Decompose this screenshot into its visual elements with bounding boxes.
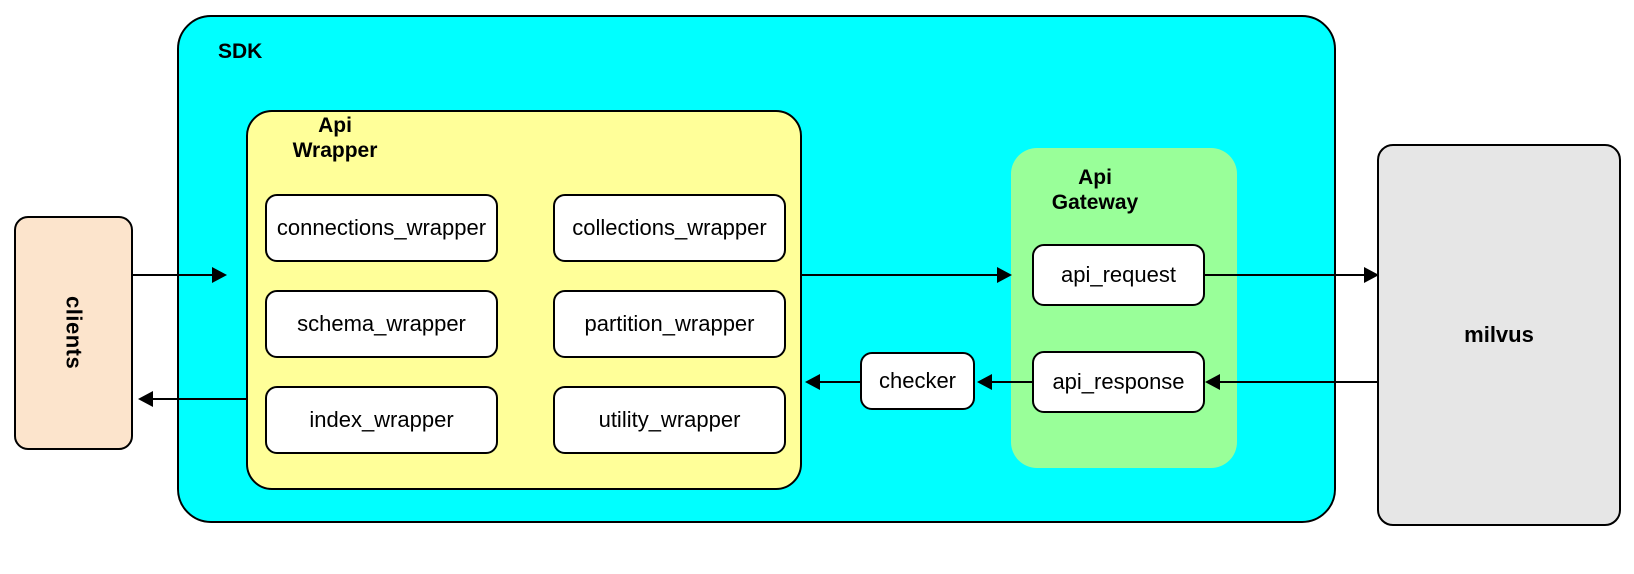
node-api-request[interactable]: api_request <box>1032 244 1205 306</box>
api-gateway-title: Api Gateway <box>1051 166 1139 214</box>
node-api-response[interactable]: api_response <box>1032 351 1205 413</box>
node-label: api_request <box>1061 262 1176 287</box>
module-collections-wrapper[interactable]: collections_wrapper <box>553 194 786 262</box>
arrowhead-checker-to-api-wrapper <box>805 374 820 390</box>
module-label: schema_wrapper <box>297 311 466 336</box>
module-index-wrapper[interactable]: index_wrapper <box>265 386 498 454</box>
milvus-label: milvus <box>1464 322 1534 347</box>
module-utility-wrapper[interactable]: utility_wrapper <box>553 386 786 454</box>
milvus-box[interactable]: milvus <box>1377 144 1621 526</box>
module-connections-wrapper[interactable]: connections_wrapper <box>265 194 498 262</box>
connector-api-wrapper-to-api-request <box>800 274 1007 276</box>
connector-checker-to-api-wrapper <box>818 381 860 383</box>
sdk-title: SDK <box>218 40 263 63</box>
module-label: collections_wrapper <box>572 215 767 240</box>
api-gateway-container[interactable] <box>1011 148 1237 468</box>
arrowhead-api-response-to-checker <box>977 374 992 390</box>
clients-label: clients <box>61 296 87 370</box>
module-label: utility_wrapper <box>598 407 741 432</box>
arrowhead-milvus-to-api-response <box>1205 374 1220 390</box>
checker-label: checker <box>878 368 957 393</box>
node-checker[interactable]: checker <box>860 352 975 410</box>
arrowhead-api-request-to-milvus <box>1364 267 1379 283</box>
node-label: api_response <box>1052 369 1185 394</box>
connector-clients-to-api-wrapper <box>133 274 223 276</box>
module-schema-wrapper[interactable]: schema_wrapper <box>265 290 498 358</box>
connector-api-request-to-milvus <box>1205 274 1375 276</box>
module-partition-wrapper[interactable]: partition_wrapper <box>553 290 786 358</box>
arrowhead-api-wrapper-to-api-request <box>997 267 1012 283</box>
arrowhead-api-wrapper-to-clients <box>138 391 153 407</box>
module-label: connections_wrapper <box>276 215 487 240</box>
connector-api-wrapper-to-clients <box>152 398 247 400</box>
connector-milvus-to-api-response <box>1213 381 1377 383</box>
connector-api-response-to-checker <box>985 381 1032 383</box>
module-label: index_wrapper <box>309 407 454 432</box>
api-wrapper-title: Api Wrapper <box>292 114 378 162</box>
module-label: partition_wrapper <box>584 311 755 336</box>
arrowhead-clients-to-api-wrapper <box>212 267 227 283</box>
clients-box[interactable]: clients <box>14 216 133 450</box>
